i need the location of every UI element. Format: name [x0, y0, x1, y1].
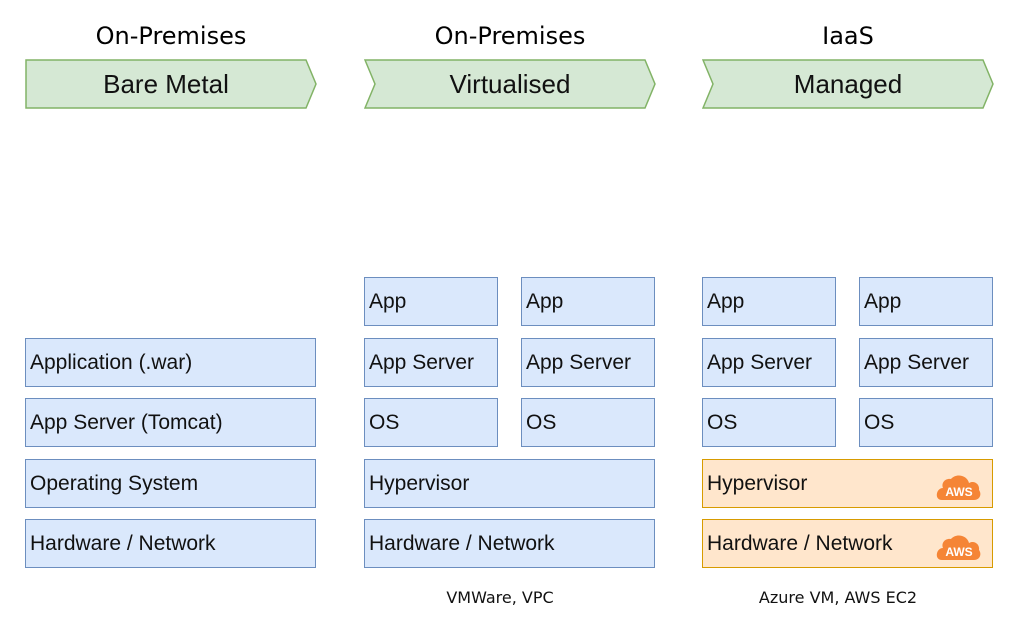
aws-cloud-icon: AWS — [936, 475, 981, 500]
caption-virtualised: VMWare, VPC — [446, 588, 554, 607]
vm2-app: App — [859, 277, 993, 326]
vm1-os: OS — [364, 398, 498, 447]
vm2-app: App — [521, 277, 655, 326]
banner-virtualised: Virtualised — [364, 59, 656, 109]
layer-label: Hardware / Network — [707, 531, 893, 555]
vm1-app-server: App Server — [364, 338, 498, 387]
vm2-app-server: App Server — [521, 338, 655, 387]
column-title-managed: IaaS — [822, 22, 874, 50]
vm2-os: OS — [521, 398, 655, 447]
layer-label: Hypervisor — [707, 471, 808, 495]
column-title-virtualised: On-Premises — [434, 22, 586, 50]
aws-badge-text: AWS — [945, 485, 972, 499]
layer-operating-system: Operating System — [25, 459, 316, 508]
layer-hardware-network: Hardware / Network — [364, 519, 655, 568]
layer-hardware-network-managed: Hardware / Network AWS — [702, 519, 993, 568]
caption-managed: Azure VM, AWS EC2 — [758, 588, 918, 607]
layer-hardware-network: Hardware / Network — [25, 519, 316, 568]
column-title-bare-metal: On-Premises — [95, 22, 247, 50]
layer-app-server: App Server (Tomcat) — [25, 398, 316, 447]
layer-application: Application (.war) — [25, 338, 316, 387]
layer-hypervisor: Hypervisor — [364, 459, 655, 508]
vm2-os: OS — [859, 398, 993, 447]
banner-label: Managed — [793, 68, 903, 99]
banner-label: Bare Metal — [103, 68, 229, 99]
vm1-app: App — [702, 277, 836, 326]
banner-bare-metal: Bare Metal — [25, 59, 317, 109]
layer-hypervisor-managed: Hypervisor AWS — [702, 459, 993, 508]
banner-arrow-shape — [25, 59, 317, 109]
aws-badge-text: AWS — [945, 545, 972, 559]
vm2-app-server: App Server — [859, 338, 993, 387]
vm1-app-server: App Server — [702, 338, 836, 387]
banner-label: Virtualised — [449, 68, 571, 99]
aws-cloud-icon: AWS — [936, 535, 981, 560]
vm1-os: OS — [702, 398, 836, 447]
vm1-app: App — [364, 277, 498, 326]
banner-arrow-shape — [702, 59, 994, 109]
banner-managed: Managed — [702, 59, 994, 109]
banner-arrow-shape — [364, 59, 656, 109]
